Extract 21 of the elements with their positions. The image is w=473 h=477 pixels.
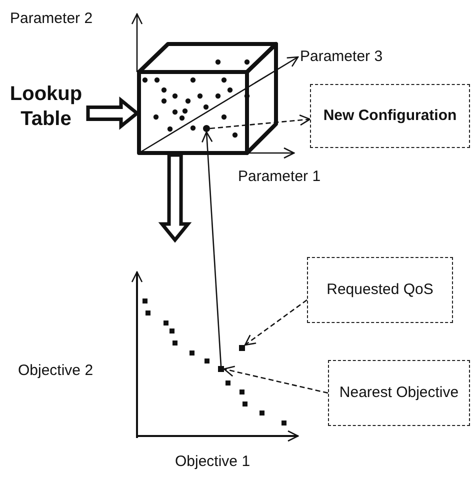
block-arrow [86,96,140,130]
input-label: Lookup Table [4,82,88,134]
axis-label: Objective 2 [18,362,94,381]
data-point [203,125,210,132]
dashed-arrow [223,366,328,394]
data-point [239,345,245,351]
box-label: New Configuration [323,106,457,126]
axis-label: Parameter 3 [300,48,383,67]
box-label: Nearest Objective [339,384,459,402]
dashed-arrow [244,299,308,346]
axis-label: Parameter 1 [238,168,321,187]
dashed-box [307,257,453,323]
axis-label: Objective 1 [175,453,250,472]
axis-label: Parameter 2 [10,10,93,29]
box-label: Requested QoS [326,280,434,300]
block-arrow [158,153,192,243]
data-point [218,366,224,372]
dashed-arrow [210,114,311,130]
dashed-box [328,360,470,426]
dashed-box [310,84,470,148]
arrow [201,131,222,366]
